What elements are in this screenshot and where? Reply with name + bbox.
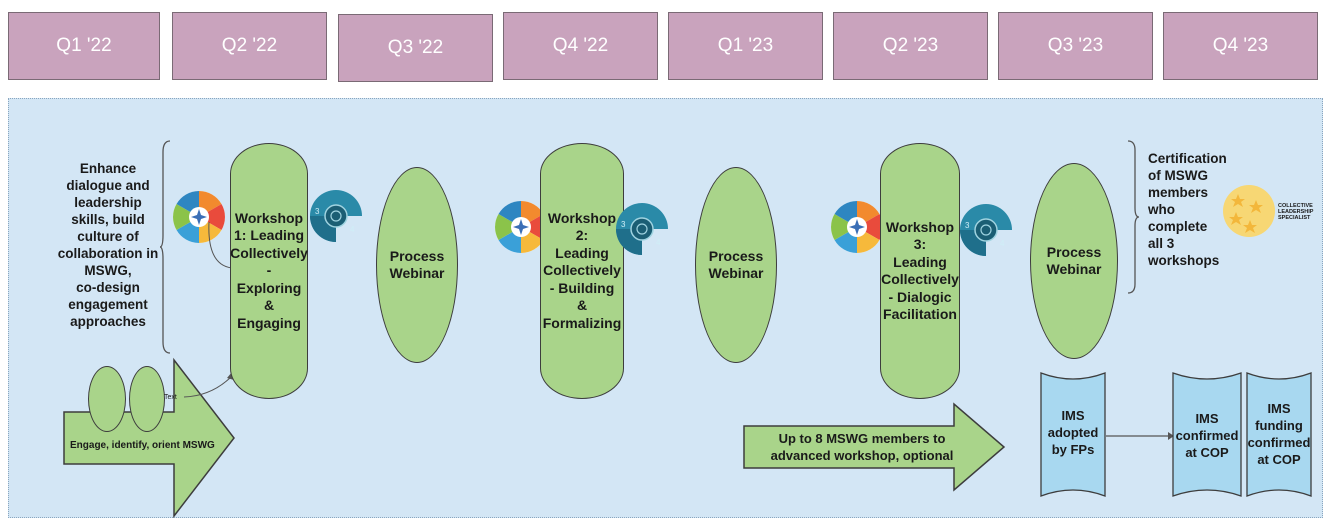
engage-arrow-label: Engage, identify, orient MSWG [70,440,215,451]
goal-text: Enhance dialogue and leadership skills, … [57,161,159,329]
webinar-2-shape: Process Webinar [695,167,777,363]
process-wheel-icon [173,191,225,243]
svg-text:4: 4 [350,225,355,234]
badge-text: COLLECTIVE LEADERSHIP SPECIALIST [1278,203,1314,221]
star-badge-icon [1223,185,1275,237]
ims-adopted-shape [1040,372,1106,497]
svg-text:3: 3 [621,220,626,229]
spiral-icon: 3 4 [960,204,1012,256]
ims-funding-label: IMS funding confirmed at COP [1247,401,1311,467]
ims-adopted-label: IMS adopted by FPs [1047,408,1099,457]
workshop-3-shape: Workshop 3: Leading Collectively - Dialo… [880,143,960,399]
quarter-q4-23: Q4 '23 [1163,12,1318,80]
workshop-2-label: Workshop 2: Leading Collectively - Build… [542,209,622,331]
ims-confirmed-shape [1172,372,1242,497]
ims-connector-arrow [1106,432,1174,440]
spiral-icon: 3 4 [310,190,362,242]
workshop-2-shape: Workshop 2: Leading Collectively - Build… [540,143,624,399]
loop-connector [208,221,233,269]
webinar-3-label: Process Webinar [1046,243,1102,278]
svg-text:4: 4 [656,238,661,247]
advanced-arrow-label: Up to 8 MSWG members to advanced worksho… [770,431,954,463]
engage-ellipse-right [129,366,165,432]
advanced-arrow [743,402,1006,492]
svg-text:3: 3 [315,207,320,216]
quarter-q4-22: Q4 '22 [503,12,658,80]
workshop-1-shape: Workshop 1: Leading Collectively - Explo… [230,143,308,399]
quarter-q1-22: Q1 '22 [8,12,160,80]
ims-confirmed-label: IMS confirmed at COP [1175,411,1239,460]
process-wheel-icon [831,201,883,253]
engage-ellipse-left [88,366,126,432]
webinar-1-label: Process Webinar [389,247,445,282]
quarter-q2-22: Q2 '22 [172,12,327,80]
webinar-2-label: Process Webinar [708,247,764,282]
svg-text:3: 3 [965,221,970,230]
certification-text: Certification of MSWG members who comple… [1148,151,1227,268]
webinar-1-shape: Process Webinar [376,167,458,363]
engage-arrow [63,357,235,518]
goal-bracket [159,140,171,354]
quarter-q3-22: Q3 '22 [338,14,493,82]
svg-text:4: 4 [1000,239,1005,248]
workshop-3-label: Workshop 3: Leading Collectively - Dialo… [881,218,959,323]
quarter-q2-23: Q2 '23 [833,12,988,80]
workshop-1-label: Workshop 1: Leading Collectively - Explo… [230,209,308,331]
engage-small-label: Text [164,394,177,401]
ims-funding-shape [1246,372,1312,497]
spiral-icon: 3 4 [616,203,668,255]
quarter-q3-23: Q3 '23 [998,12,1153,80]
process-wheel-icon [495,201,547,253]
certification-bracket [1127,140,1140,294]
webinar-3-shape: Process Webinar [1030,163,1118,359]
quarter-q1-23: Q1 '23 [668,12,823,80]
